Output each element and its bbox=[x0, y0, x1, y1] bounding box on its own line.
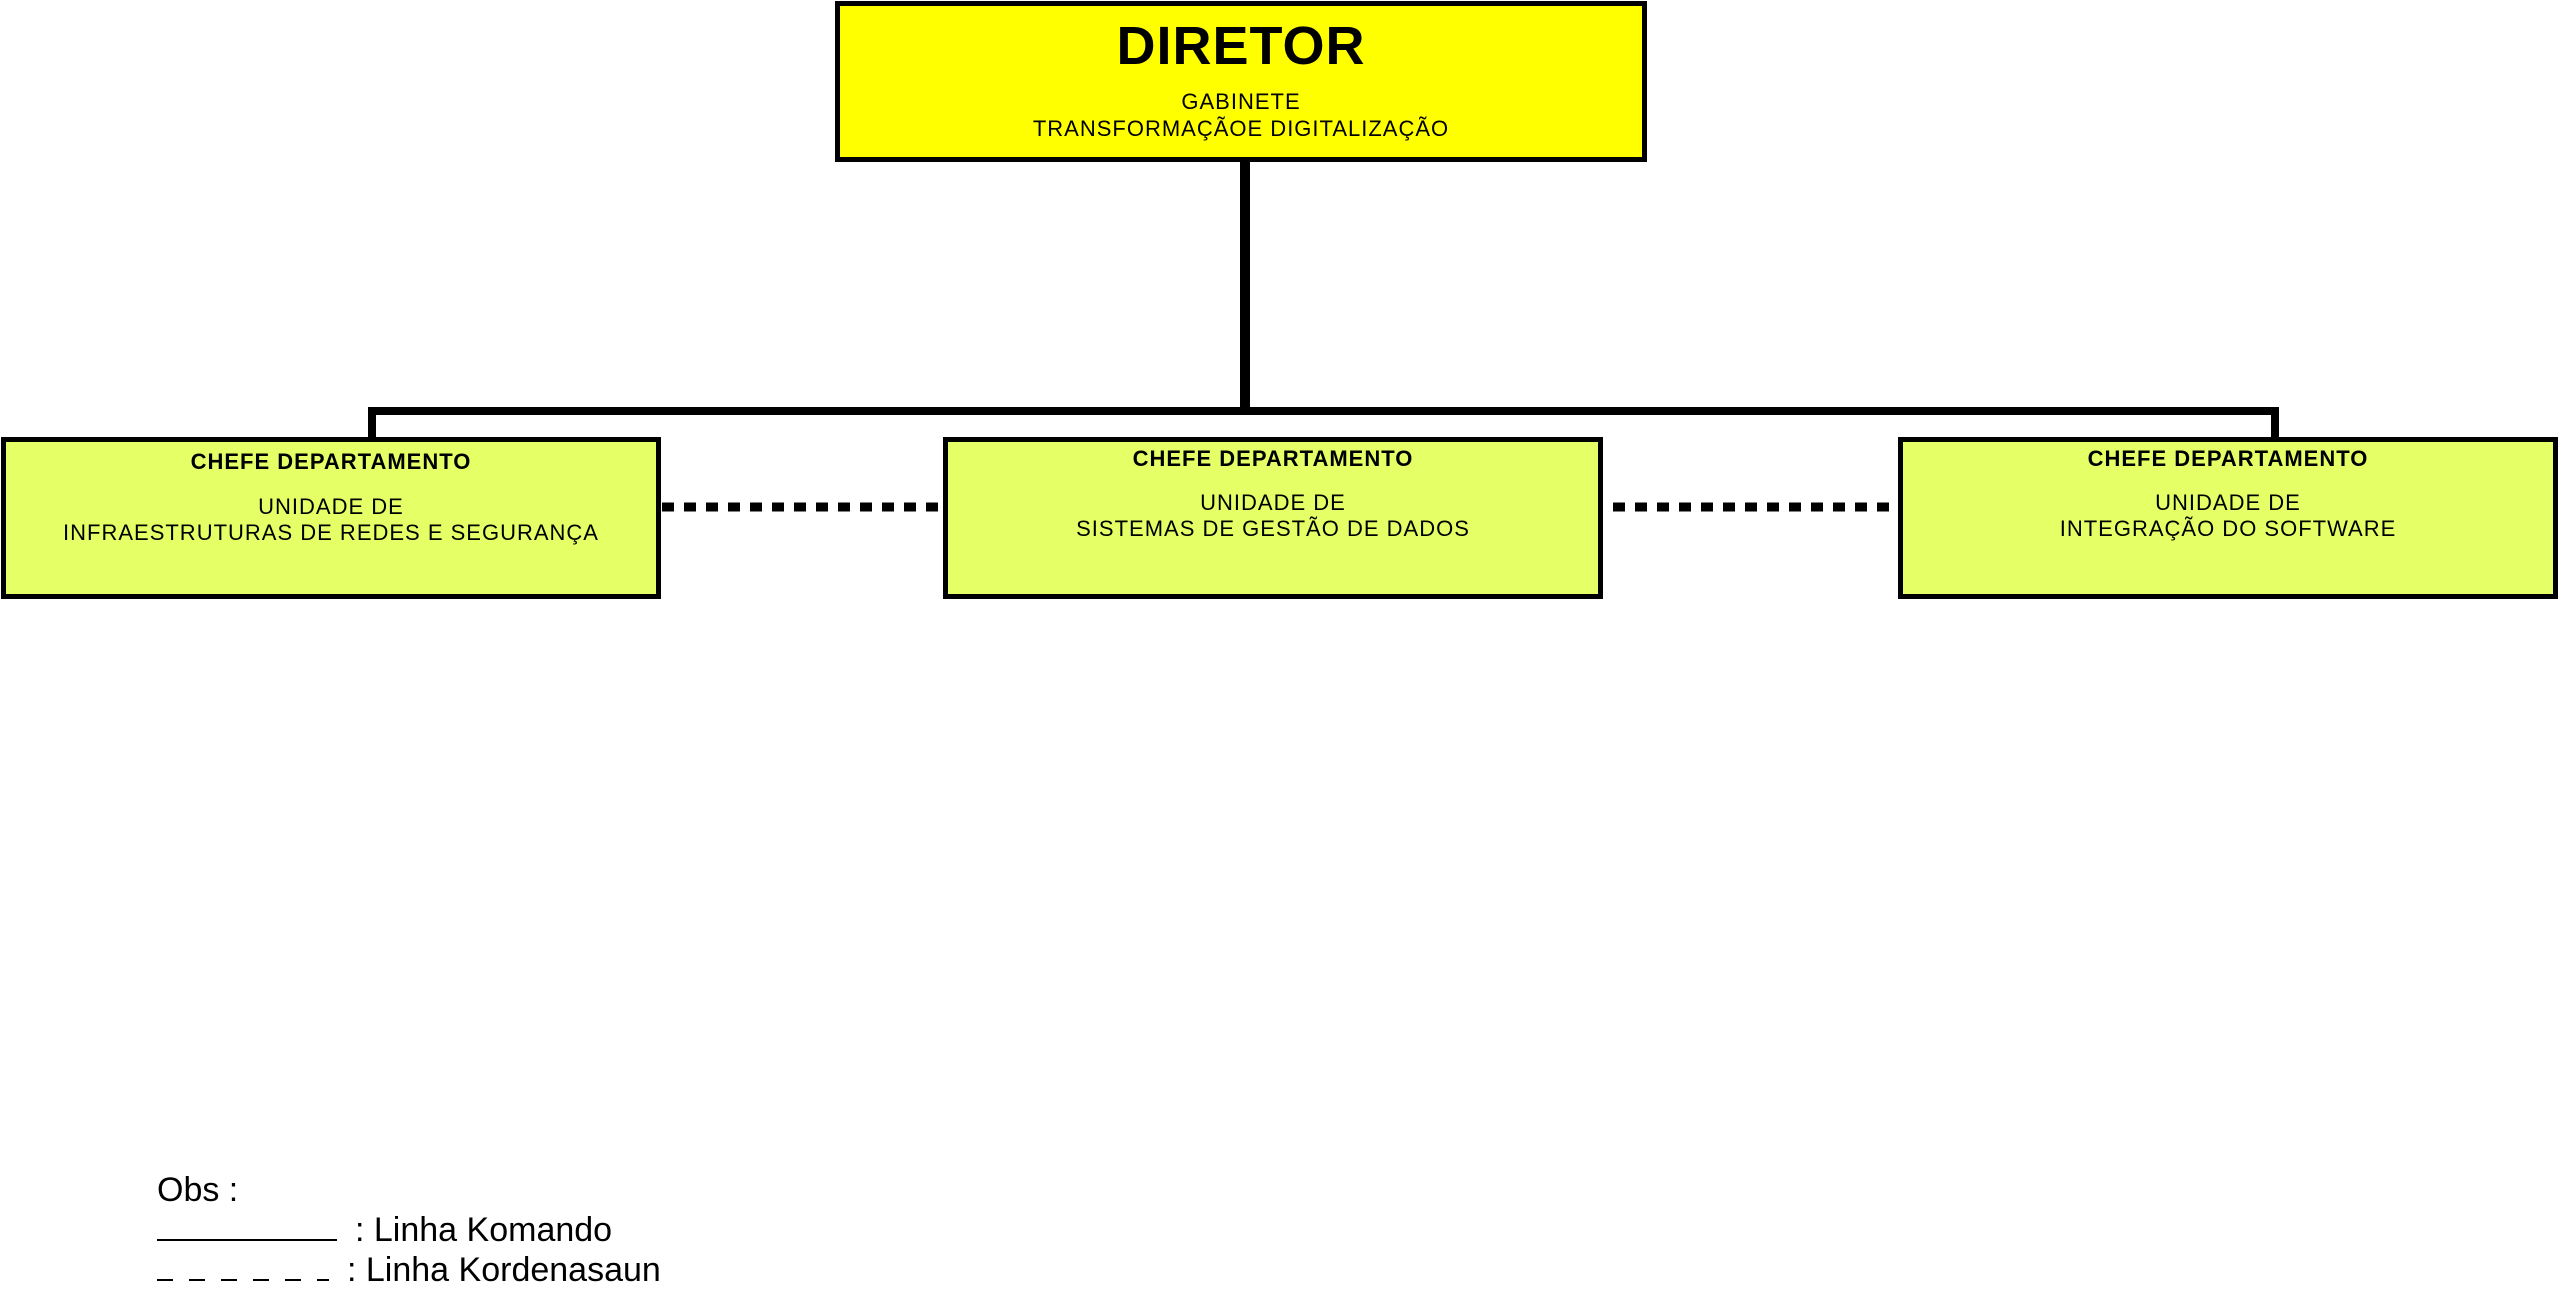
director-subtitle-line: TRANSFORMAÇÃOE DIGITALIZAÇÃO bbox=[1032, 116, 1450, 141]
department-unit-line: SISTEMAS DE GESTÃO DE DADOS bbox=[1076, 516, 1470, 541]
department-title: CHEFE DEPARTAMENTO bbox=[190, 449, 472, 474]
department-box-data-management: CHEFE DEPARTAMENTO UNIDADE DE SISTEMAS D… bbox=[943, 437, 1603, 599]
department-unit: UNIDADE DE SISTEMAS DE GESTÃO DE DADOS bbox=[948, 490, 1598, 542]
department-unit: UNIDADE DE INTEGRAÇÃO DO SOFTWARE bbox=[1903, 490, 2553, 542]
department-unit-line: INTEGRAÇÃO DO SOFTWARE bbox=[2059, 516, 2397, 541]
legend-row-coordination: : Linha Kordenasaun bbox=[157, 1250, 661, 1290]
department-unit-line: UNIDADE DE bbox=[258, 494, 404, 519]
legend-row-command: : Linha Komando bbox=[157, 1210, 661, 1250]
director-subtitle: GABINETE TRANSFORMAÇÃOE DIGITALIZAÇÃO bbox=[840, 88, 1642, 142]
legend-coordination-label: : Linha Kordenasaun bbox=[347, 1251, 661, 1289]
department-unit-line: UNIDADE DE bbox=[1200, 490, 1346, 515]
department-unit-line: INFRAESTRUTURAS DE REDES E SEGURANÇA bbox=[63, 520, 599, 545]
department-box-network-security: CHEFE DEPARTAMENTO UNIDADE DE INFRAESTRU… bbox=[1, 437, 661, 599]
department-unit-line: UNIDADE DE bbox=[2155, 490, 2301, 515]
department-title: CHEFE DEPARTAMENTO bbox=[2087, 446, 2369, 471]
dashed-line-sample bbox=[157, 1255, 329, 1281]
department-title: CHEFE DEPARTAMENTO bbox=[1132, 446, 1414, 471]
department-unit: UNIDADE DE INFRAESTRUTURAS DE REDES E SE… bbox=[6, 494, 656, 546]
command-line-department-bus bbox=[368, 407, 2279, 437]
department-box-software-integration: CHEFE DEPARTAMENTO UNIDADE DE INTEGRAÇÃO… bbox=[1898, 437, 2558, 599]
legend-heading: Obs : bbox=[157, 1171, 239, 1209]
director-title: DIRETOR bbox=[1116, 16, 1366, 76]
director-subtitle-line: GABINETE bbox=[1181, 89, 1301, 114]
legend-command-label: : Linha Komando bbox=[355, 1211, 613, 1249]
legend: Obs : : Linha Komando : Linha Kordenasau… bbox=[157, 1170, 661, 1290]
solid-line-sample bbox=[157, 1213, 337, 1241]
director-box: DIRETOR GABINETE TRANSFORMAÇÃOE DIGITALI… bbox=[835, 1, 1647, 162]
